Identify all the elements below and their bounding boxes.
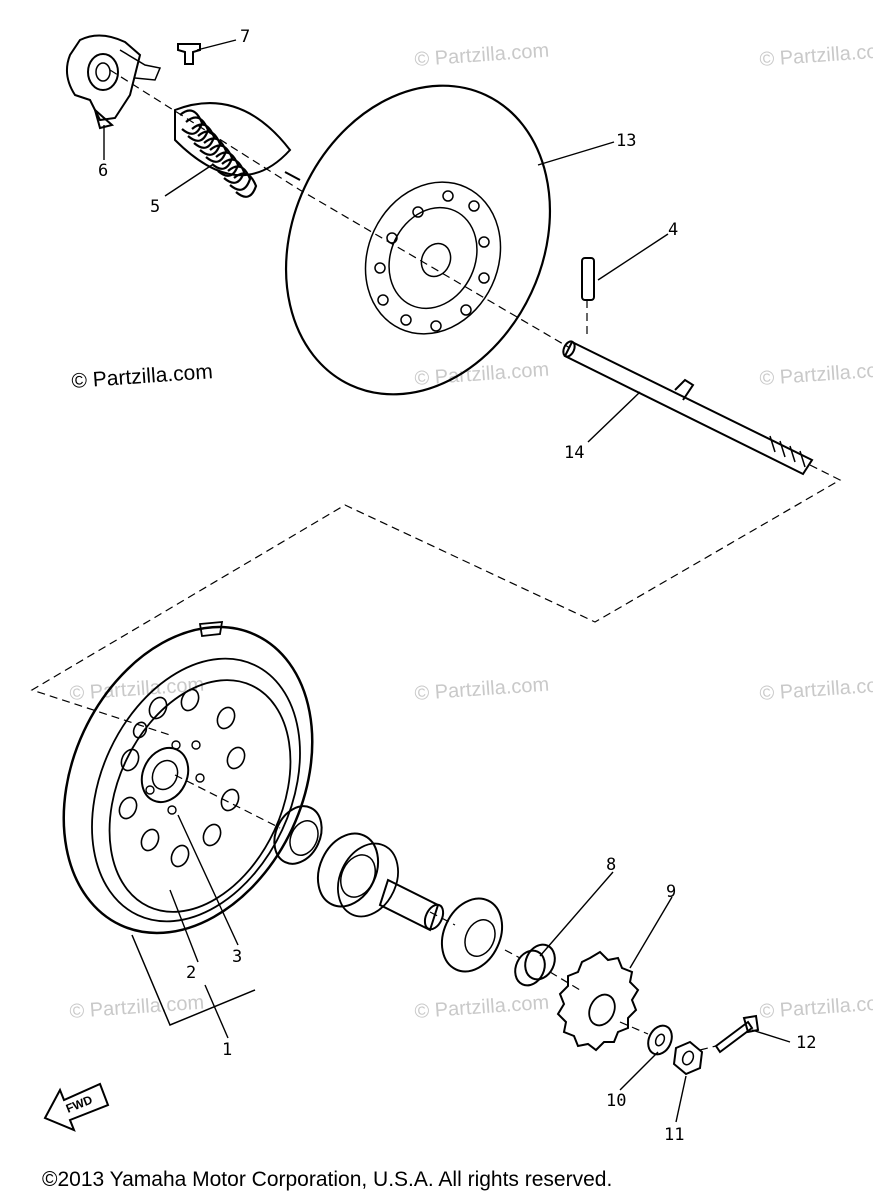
footer-copyright: ©2013 Yamaha Motor Corporation, U.S.A. A… [42,1168,612,1191]
watermark: © Partzilla.com [759,992,873,1023]
callout-4: 4 [668,220,678,240]
part-14-shaft [562,340,814,476]
callout-14: 14 [564,443,584,463]
watermark: © Partzilla.com [414,992,550,1023]
assembly-guide-line [174,774,717,1051]
part-10-washer [647,1024,673,1056]
part-8-collar [514,943,556,987]
part-13-disc [284,84,552,396]
callout-5: 5 [150,197,160,217]
part-12-bolt [714,1014,760,1054]
callout-7: 7 [240,27,250,47]
callout-2: 2 [186,963,196,983]
watermark: © Partzilla.com [414,359,550,390]
bearing [440,897,504,973]
watermark-layer: © Partzilla.com © Partzilla.com © Partzi… [69,40,873,1023]
watermark: © Partzilla.com [69,674,205,705]
callout-9: 9 [666,882,676,902]
callout-8: 8 [606,855,616,875]
callout-3: 3 [232,947,242,967]
bearing [273,805,323,865]
part-1-group-bracket [131,934,256,1026]
watermark: © Partzilla.com [414,40,550,71]
part-2-drum [62,620,314,935]
watermark: © Partzilla.com [759,40,873,71]
part-6-bracket [65,34,162,130]
callout-12: 12 [796,1033,816,1053]
callout-1: 1 [222,1040,232,1060]
assembly-guide-line [30,464,842,736]
watermark: © Partzilla.com [414,674,550,705]
part-4-pin [581,257,595,301]
assembly-guide-line [109,69,571,349]
callout-6: 6 [98,161,108,181]
partzilla-copyright: © Partzilla.com [71,360,214,393]
forward-direction-arrow-icon: FWD [43,1082,110,1132]
part-11-nut [672,1040,704,1076]
callout-13: 13 [616,131,636,151]
part-7-fitting [177,43,201,65]
watermark: © Partzilla.com [759,359,873,390]
callout-10: 10 [606,1091,626,1111]
callout-11: 11 [664,1125,684,1145]
part-5-spring [174,102,301,198]
bearing [316,832,399,918]
watermark: © Partzilla.com [759,674,873,705]
spacer-sleeve [378,878,445,932]
part-9-sprocket [556,950,640,1052]
callout-leaders [103,39,791,1123]
